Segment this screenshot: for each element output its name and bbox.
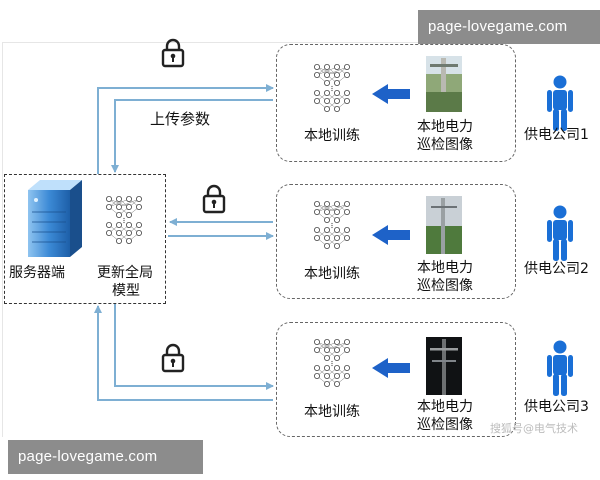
local-train-label-1: 本地训练 — [304, 128, 360, 144]
person-icon-1 — [547, 75, 573, 131]
local-image-label-2a: 本地电力 — [417, 260, 473, 276]
local-image-label-2b: 巡检图像 — [417, 278, 473, 294]
connector-client-1 — [97, 84, 274, 174]
client-box-3 — [276, 322, 516, 437]
connector-client-3 — [94, 304, 274, 401]
connector-client-2 — [168, 218, 274, 240]
client-box-2 — [276, 184, 516, 299]
watermark-bottom: page-lovegame.com — [8, 440, 203, 474]
local-network-icon-3 — [313, 338, 351, 388]
global-model-network-icon — [105, 195, 143, 245]
inspection-photo-3 — [426, 337, 462, 395]
watermark-top: page-lovegame.com — [418, 10, 600, 44]
person-icon-3 — [547, 340, 573, 396]
client-box-1 — [276, 44, 516, 162]
server-icon — [28, 180, 82, 257]
local-image-label-1a: 本地电力 — [417, 119, 473, 135]
company-label-1: 供电公司1 — [524, 127, 589, 143]
local-network-icon-2 — [313, 200, 351, 250]
arrow-left-icon-1 — [372, 84, 410, 104]
company-label-3: 供电公司3 — [524, 399, 589, 415]
server-box — [4, 174, 166, 304]
local-network-icon-1 — [313, 63, 351, 113]
local-train-label-3: 本地训练 — [304, 404, 360, 420]
server-label: 服务器端 — [9, 265, 65, 281]
inspection-photo-2 — [426, 196, 462, 254]
local-train-label-2: 本地训练 — [304, 266, 360, 282]
upload-params-label: 上传参数 — [150, 110, 211, 128]
diagram-frame — [2, 42, 581, 437]
arrow-left-icon-2 — [372, 225, 410, 245]
local-image-label-3a: 本地电力 — [417, 399, 473, 415]
lock-icon-2 — [202, 184, 226, 214]
global-model-label-2: 模型 — [112, 283, 140, 299]
local-image-label-1b: 巡检图像 — [417, 137, 473, 153]
local-image-label-3b: 巡检图像 — [417, 417, 473, 433]
arrow-left-icon-3 — [372, 358, 410, 378]
lock-icon-1 — [161, 38, 185, 68]
lock-icon-3 — [161, 343, 185, 373]
inspection-photo-1 — [426, 56, 462, 112]
company-label-2: 供电公司2 — [524, 261, 589, 277]
global-model-label-1: 更新全局 — [97, 265, 153, 281]
source-watermark: 搜狐号@电气技术 — [490, 422, 578, 435]
person-icon-2 — [547, 205, 573, 261]
